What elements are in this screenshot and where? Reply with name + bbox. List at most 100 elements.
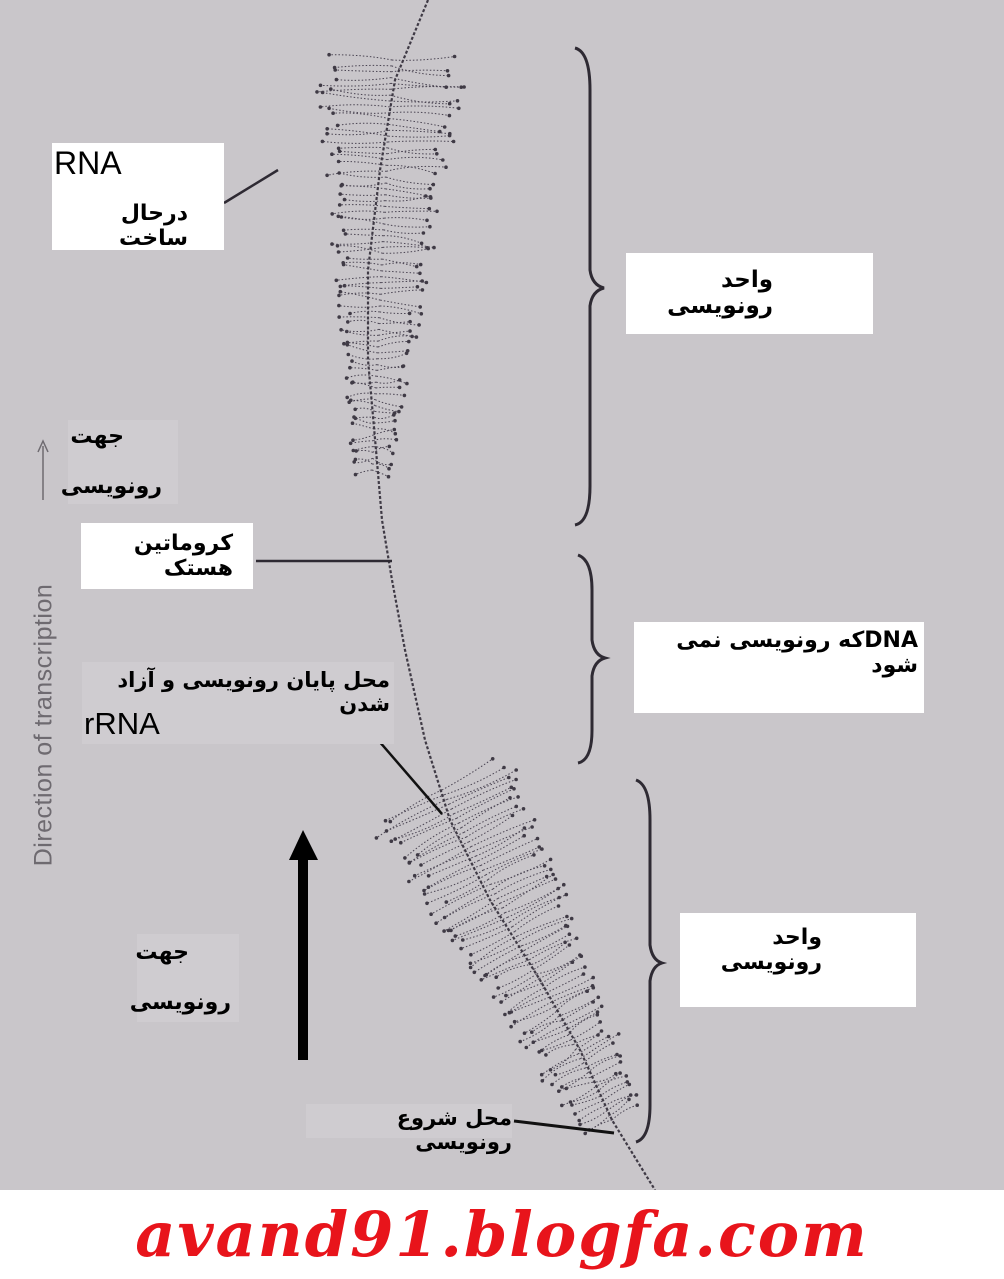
rna-fibril <box>594 1075 627 1088</box>
rna-fibril <box>500 878 556 904</box>
rna-fibril <box>520 1015 559 1043</box>
rna-fibril <box>385 194 431 199</box>
rnp-granule <box>330 212 335 216</box>
rnp-granule <box>606 1034 611 1039</box>
rna-fibril <box>548 977 594 998</box>
rnp-granule <box>453 934 458 938</box>
rna-fibril <box>389 111 450 117</box>
rnp-granule <box>514 777 518 782</box>
rna-fibril <box>377 350 408 354</box>
rnp-granule <box>573 1112 577 1116</box>
rna-fibril <box>347 392 376 398</box>
rnp-granule <box>408 329 412 333</box>
rnp-granule <box>336 159 341 164</box>
rna-fibril <box>531 941 566 965</box>
rna-fibril <box>473 826 533 852</box>
rnp-granule <box>405 381 409 386</box>
rna-fibril <box>350 399 376 407</box>
rnp-granule <box>512 1019 517 1024</box>
rna-fibril <box>381 276 427 283</box>
rna-fibril <box>320 104 390 108</box>
rna-fibril <box>463 805 517 833</box>
rna-fibril <box>408 846 472 882</box>
upper-rna-fibrils <box>315 52 466 479</box>
rnp-granule <box>397 378 402 382</box>
rnp-granule <box>455 99 460 103</box>
rna-fibril <box>327 129 389 136</box>
rnp-granule <box>462 85 466 89</box>
rnp-granule <box>537 845 541 849</box>
rna-fibril <box>387 156 443 161</box>
rnp-granule <box>570 1103 574 1107</box>
rna-fibril <box>337 122 389 126</box>
rna-fibril <box>351 382 377 389</box>
rnp-granule <box>348 311 352 316</box>
rna-fibril <box>409 831 465 863</box>
rnp-granule <box>426 874 431 878</box>
rnp-granule <box>491 995 496 999</box>
rna-fibril <box>502 874 554 909</box>
rnp-granule <box>397 409 401 414</box>
rna-fibril <box>383 241 435 249</box>
rna-fibril <box>514 905 559 932</box>
rnp-granule <box>407 861 412 865</box>
rnp-granule <box>393 418 397 423</box>
rnp-granule <box>444 165 448 169</box>
direction-word: جهت <box>70 424 124 449</box>
rnp-granule <box>483 973 487 978</box>
rnp-granule <box>315 90 319 94</box>
rnp-granule <box>353 416 358 421</box>
rna-fibril <box>484 954 528 976</box>
rnp-granule <box>479 978 484 982</box>
rna-fibril <box>606 1094 631 1112</box>
rnp-granule <box>410 334 414 339</box>
rnp-granule <box>337 293 341 298</box>
bracket-non-transcribed <box>577 553 611 765</box>
rna-fibril <box>388 135 450 138</box>
rnp-granule <box>435 209 439 214</box>
rnp-granule <box>556 904 561 908</box>
rnp-granule <box>459 946 463 951</box>
rnp-granule <box>399 840 403 845</box>
rna-fibril <box>338 305 381 308</box>
rna-fibril <box>428 855 477 877</box>
rnp-granule <box>549 867 553 872</box>
rnp-granule <box>507 775 511 780</box>
rna-fibril <box>466 808 524 838</box>
rna-fibril <box>536 954 581 975</box>
rna-fibril <box>372 457 392 466</box>
rna-fibril <box>322 92 391 102</box>
rnp-granule <box>562 882 566 887</box>
rnp-granule <box>327 52 331 57</box>
blog-url[interactable]: avand91.blogfa.com <box>135 1198 869 1271</box>
rna-fibril <box>521 925 567 947</box>
rnp-granule <box>337 203 342 207</box>
rnp-granule <box>419 863 423 867</box>
rnp-granule <box>393 837 398 841</box>
label-end-site: محل پایان رونویسی و آزاد شدن rRNA <box>82 662 394 744</box>
rna-fibril <box>386 165 447 172</box>
rna-fibril <box>451 779 517 810</box>
rna-fibril <box>517 916 568 937</box>
rna-fibril <box>483 846 540 871</box>
rna-fibril <box>570 1021 601 1041</box>
pointer-start-site <box>513 1119 615 1135</box>
rnp-granule <box>444 85 449 89</box>
rnp-granule <box>450 938 455 943</box>
rnp-granule <box>441 158 445 162</box>
rnp-granule <box>599 1004 604 1009</box>
rna-fibril <box>526 1025 564 1048</box>
rnp-granule <box>544 874 549 879</box>
rnp-granule <box>468 965 473 970</box>
rna-fibril <box>327 128 389 137</box>
rnp-granule <box>598 1020 602 1024</box>
rnp-granule <box>353 472 358 477</box>
rnp-granule <box>504 993 508 998</box>
rna-fibril <box>390 94 450 105</box>
rna-fibril <box>441 758 493 791</box>
rna-fibril <box>550 1049 577 1071</box>
rna-fibril <box>423 864 482 891</box>
rna-fibril <box>538 955 582 980</box>
rnp-granule <box>335 123 340 128</box>
rnp-granule <box>530 1030 534 1034</box>
